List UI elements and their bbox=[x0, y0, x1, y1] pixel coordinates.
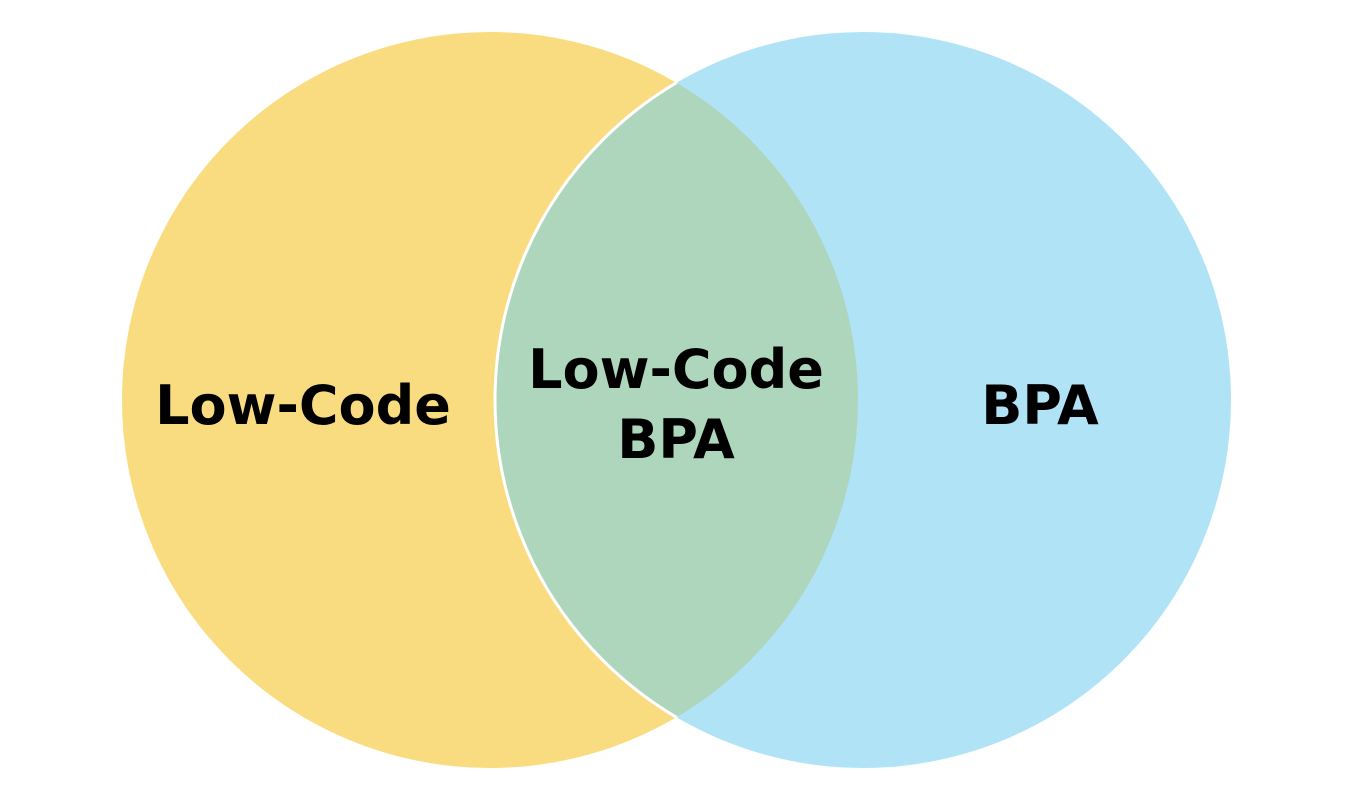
intersection-label-line1: Low-Code bbox=[528, 338, 824, 401]
intersection-border-left bbox=[493, 32, 858, 768]
intersection-label-line2: BPA bbox=[617, 408, 735, 471]
intersection-region bbox=[495, 32, 858, 768]
right-set-label: BPA bbox=[981, 374, 1099, 437]
left-set-label: Low-Code bbox=[155, 374, 451, 437]
